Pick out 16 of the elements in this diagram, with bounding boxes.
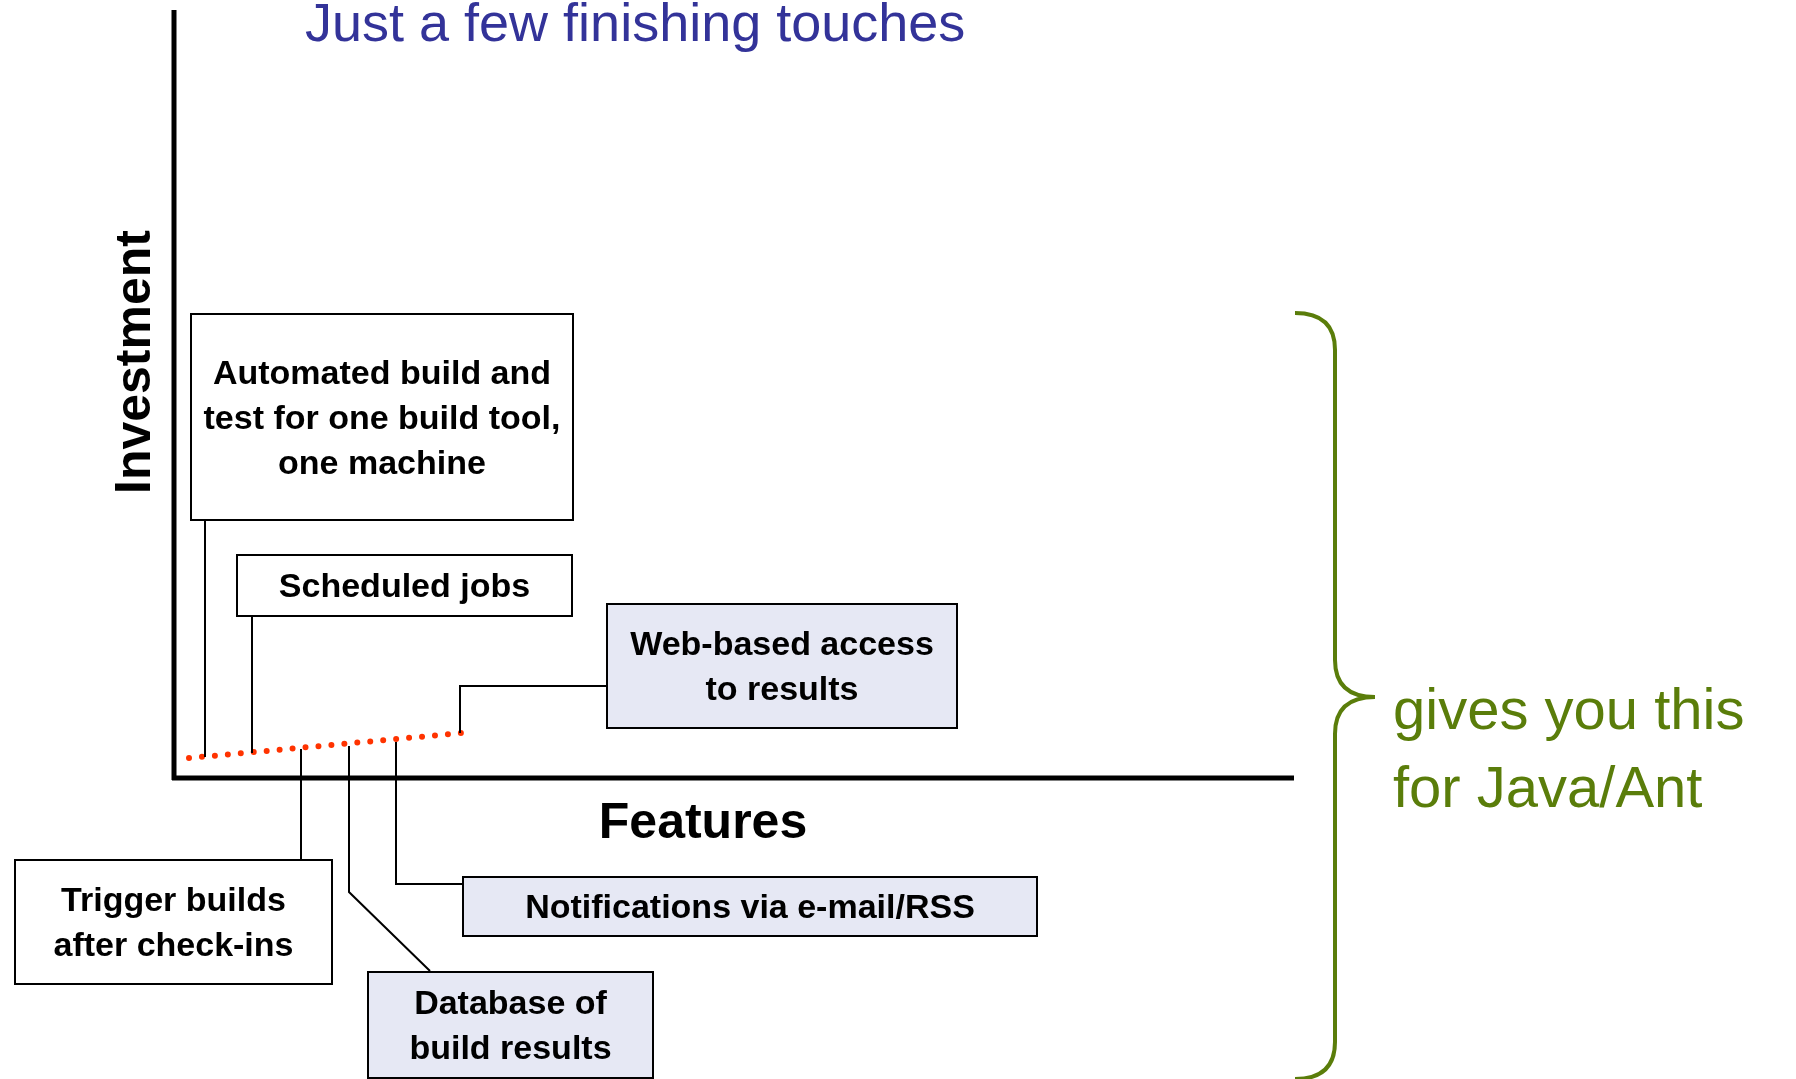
- title: Just a few finishing touches: [305, 0, 966, 52]
- axis-label: Investment: [105, 230, 161, 494]
- callout-box: Trigger builds after check-ins: [14, 859, 333, 985]
- leader-line: [395, 741, 463, 885]
- leader-line: [204, 520, 206, 758]
- callout-box: Notifications via e-mail/RSS: [462, 876, 1038, 937]
- note: gives you this for Java/Ant: [1393, 675, 1746, 821]
- axis-label: Features: [598, 793, 808, 849]
- callout-box: Automated build and test for one build tool, one machine: [190, 313, 574, 521]
- leader-line: [251, 616, 253, 754]
- callout-box: Web-based access to results: [606, 603, 958, 729]
- leader-line: [300, 748, 302, 860]
- callout-box: Database of build results: [367, 971, 654, 1079]
- leader-line: [348, 745, 431, 972]
- callout-box: Scheduled jobs: [236, 554, 573, 617]
- leader-line: [459, 685, 607, 734]
